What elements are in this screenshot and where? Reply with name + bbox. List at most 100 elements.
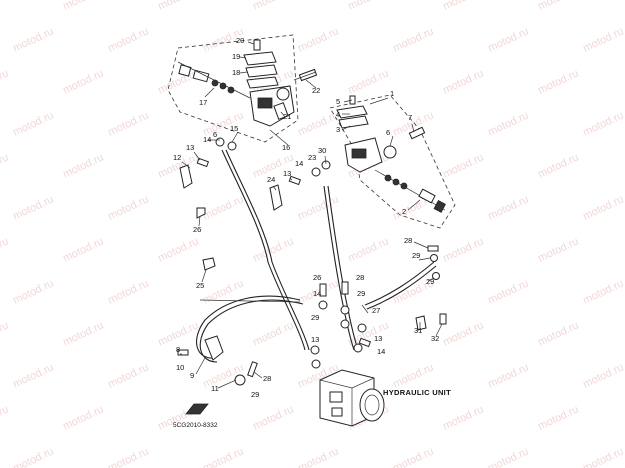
watermark-text: motod.ru	[0, 235, 11, 264]
mounting-bolt-icon	[293, 68, 318, 82]
copper-washer-icon	[215, 137, 225, 147]
callout-26b: 26	[313, 273, 321, 282]
watermark-text: motod.ru	[536, 67, 580, 96]
union-bolt-icon	[358, 337, 372, 348]
hose-guide-icon	[202, 257, 216, 271]
callout-26: 26	[193, 225, 201, 234]
watermark-text: motod.ru	[0, 67, 11, 96]
watermark-text: motod.ru	[581, 25, 625, 54]
watermark-text: motod.ru	[11, 109, 55, 138]
watermark-text: motod.ru	[106, 25, 150, 54]
callout-28c: 28	[263, 374, 271, 383]
clamp-ring-icon	[276, 87, 290, 101]
watermark-text: motod.ru	[581, 277, 625, 306]
watermark-text: motod.ru	[106, 445, 150, 468]
cap-screw-icon	[349, 95, 356, 105]
watermark-text: motod.ru	[581, 361, 625, 390]
copper-washer-icon	[310, 345, 320, 355]
callout-13d: 13	[311, 335, 319, 344]
rear-master-cylinder-assembly	[329, 94, 456, 229]
callout-20: 20	[236, 36, 244, 45]
callout-28b: 28	[356, 273, 364, 282]
watermark-text: motod.ru	[251, 235, 295, 264]
callout-29c: 29	[357, 289, 365, 298]
callout-22: 22	[312, 86, 320, 95]
union-bolt-icon	[341, 281, 349, 295]
watermark-text: motod.ru	[106, 109, 150, 138]
piston-kit-icon	[177, 61, 251, 99]
watermark-text: motod.ru	[486, 277, 530, 306]
leader-lines	[180, 97, 443, 389]
reservoir-cap-icon	[336, 105, 368, 119]
callout-13c: 13	[374, 334, 382, 343]
diaphragm-plate-icon	[338, 115, 369, 129]
callout-10: 10	[176, 363, 184, 372]
bracket-icon	[415, 315, 427, 331]
watermark-text: motod.ru	[0, 403, 11, 432]
watermark-text: motod.ru	[486, 361, 530, 390]
watermark-text: motod.ru	[61, 403, 105, 432]
copper-washer-icon	[318, 300, 328, 310]
callout-25: 25	[196, 281, 204, 290]
callout-23: 23	[308, 153, 316, 162]
callout-16: 16	[282, 143, 290, 152]
callout-27: 27	[372, 306, 380, 315]
watermark-text: motod.ru	[486, 193, 530, 222]
callout-15: 15	[230, 124, 238, 133]
watermark-text: motod.ru	[201, 445, 245, 468]
callout-4: 4	[336, 110, 340, 119]
watermark-text: motod.ru	[346, 67, 390, 96]
watermark-text: motod.ru	[156, 67, 200, 96]
copper-washer-icon	[340, 305, 350, 315]
copper-washer-icon	[227, 141, 237, 151]
watermark-text: motod.ru	[0, 319, 11, 348]
watermark-text: motod.ru	[441, 151, 485, 180]
copper-washer-icon	[430, 254, 438, 262]
watermark-text: motod.ru	[486, 445, 530, 468]
callout-13b: 13	[283, 169, 291, 178]
hose-guide-icon	[196, 207, 206, 219]
watermark-text: motod.ru	[61, 319, 105, 348]
watermark-text: motod.ru	[11, 445, 55, 468]
caliper-bracket-icon	[204, 335, 224, 361]
callout-1: 1	[390, 89, 394, 98]
watermark-text: motod.ru	[106, 277, 150, 306]
watermark-text: motod.ru	[11, 25, 55, 54]
brake-hose-lines	[196, 149, 437, 363]
callout-32: 32	[431, 334, 439, 343]
watermark-text: motod.ru	[391, 445, 435, 468]
watermark-text: motod.ru	[486, 109, 530, 138]
front-master-cylinder-assembly	[167, 34, 318, 143]
watermark-text: motod.ru	[251, 403, 295, 432]
front-arrow-icon	[185, 403, 209, 415]
watermark-text: motod.ru	[156, 0, 200, 13]
reservoir-cap-icon	[243, 51, 277, 66]
watermark-text: motod.ru	[346, 235, 390, 264]
callout-12: 12	[173, 153, 181, 162]
brake-lever-icon	[179, 164, 193, 189]
copper-washer-icon	[353, 343, 363, 353]
callout-21: 21	[283, 112, 291, 121]
callout-14b: 14	[295, 159, 303, 168]
watermark-text: motod.ru	[486, 25, 530, 54]
callout-19: 19	[232, 52, 240, 61]
watermark-text: motod.ru	[11, 193, 55, 222]
callout-5: 5	[336, 97, 340, 106]
watermark-text: motod.ru	[296, 25, 340, 54]
watermark-text: motod.ru	[391, 25, 435, 54]
diaphragm-plate-icon	[245, 64, 278, 78]
watermark-text: motod.ru	[581, 193, 625, 222]
watermark-text: motod.ru	[251, 319, 295, 348]
watermark-text: motod.ru	[441, 403, 485, 432]
copper-washer-icon	[311, 359, 321, 369]
watermark-text: motod.ru	[11, 277, 55, 306]
watermark-text: motod.ru	[251, 0, 295, 13]
copper-washer-icon	[311, 167, 321, 177]
callout-29a: 29	[412, 251, 420, 260]
callout-29d: 29	[311, 313, 319, 322]
watermark-text: motod.ru	[0, 151, 11, 180]
copper-washer-icon	[432, 272, 440, 280]
reservoir-window-icon	[257, 97, 273, 109]
callout-2: 2	[402, 207, 406, 216]
